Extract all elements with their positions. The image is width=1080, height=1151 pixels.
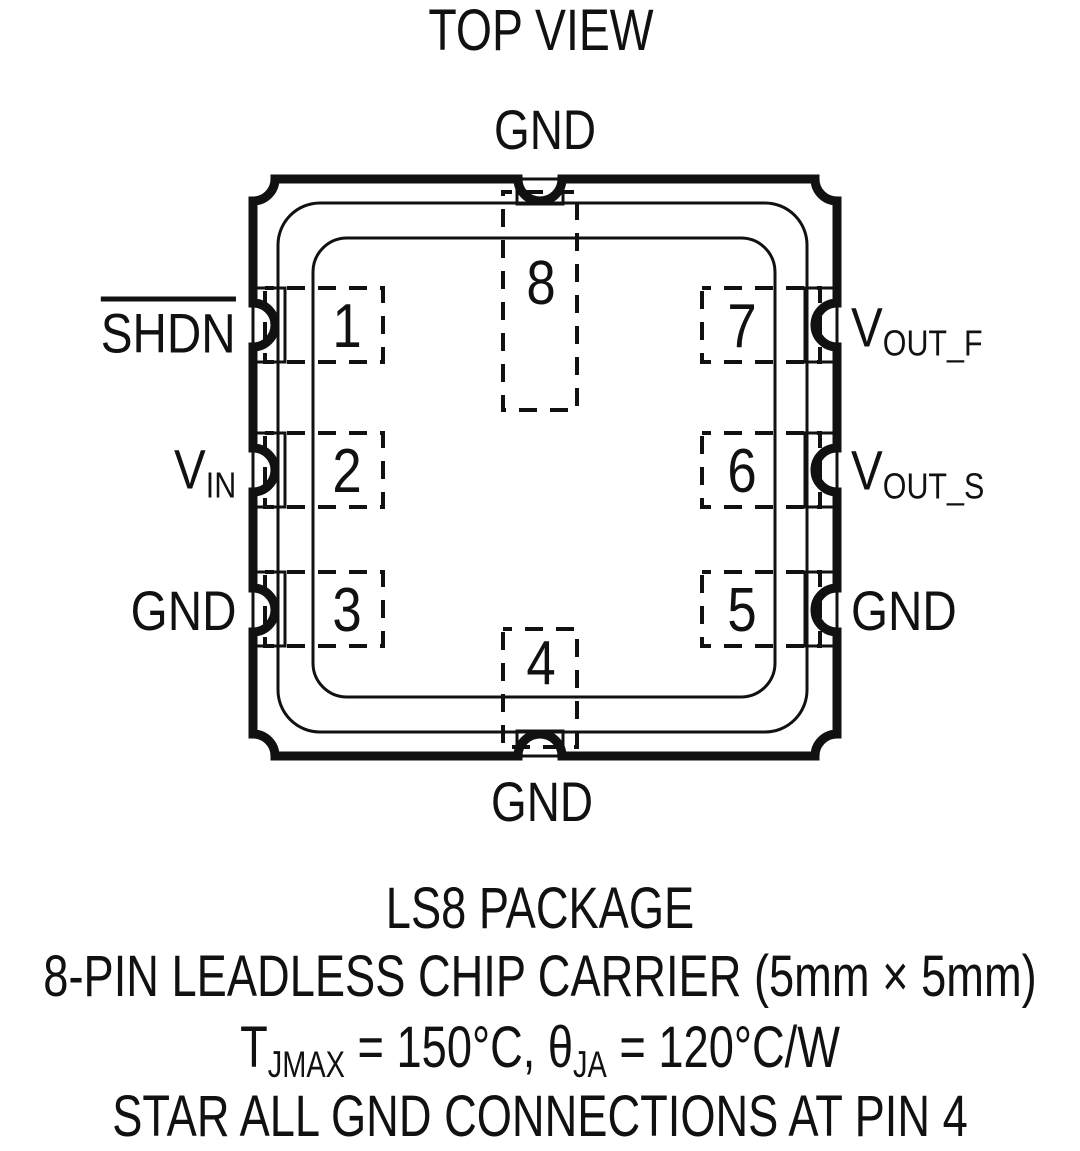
- pin1-label: SHDN: [77, 296, 236, 362]
- pad-box-pin3: [263, 570, 385, 648]
- caption-thermal-data-text: TJMAX = 150°C, θJA = 120°C/W: [240, 1015, 840, 1085]
- caption-thermal-data: TJMAX = 150°C, θJA = 120°C/W: [156, 1019, 925, 1083]
- pin1-number: 1: [332, 292, 362, 361]
- pin7-label: VOUT_F: [851, 299, 1006, 362]
- pin7-label-subscript: OUT_F: [882, 323, 983, 364]
- pin7-number: 7: [727, 292, 757, 361]
- pin8-label: GND: [493, 98, 597, 161]
- pin6-label-text: VOUT_S: [851, 438, 985, 507]
- tjmax-subscript: JMAX: [267, 1042, 345, 1085]
- pad-box-pin4: [501, 627, 579, 749]
- pin6-label-subscript: OUT_S: [882, 466, 985, 507]
- pad-box-pin6: [700, 431, 822, 509]
- pin5-label: GND: [851, 579, 957, 642]
- pad-box-pin2: [263, 431, 385, 509]
- figure-title: TOP VIEW: [400, 2, 681, 60]
- caption-package-name: LS8 PACKAGE: [385, 876, 695, 941]
- pin2-number: 2: [332, 437, 362, 506]
- pin1-label-text-overlined: SHDN: [101, 296, 236, 362]
- theta-ja-subscript: JA: [573, 1042, 607, 1085]
- pin2-label: VIN: [163, 441, 236, 504]
- caption-package-description: 8-PIN LEADLESS CHIP CARRIER (5mm × 5mm): [43, 944, 1037, 1009]
- pin3-number: 3: [332, 576, 362, 645]
- package-outline: [248, 174, 842, 761]
- pad-box-pin8: [501, 190, 579, 412]
- pad-box-pin7: [700, 286, 822, 364]
- pin4-label: GND: [490, 770, 594, 833]
- pin5-number: 5: [727, 576, 757, 645]
- pin6-number: 6: [727, 437, 757, 506]
- pin2-label-subscript: IN: [205, 465, 236, 506]
- pin2-label-text: VIN: [173, 437, 236, 506]
- pin6-label: VOUT_S: [851, 442, 1008, 505]
- pad-box-pin5: [700, 570, 822, 648]
- pad-box-pin1: [263, 286, 385, 364]
- caption-gnd-note: STAR ALL GND CONNECTIONS AT PIN 4: [112, 1084, 968, 1149]
- pin7-label-text: VOUT_F: [851, 295, 983, 364]
- figure-title-text: TOP VIEW: [428, 0, 654, 63]
- pin3-label: GND: [130, 579, 236, 642]
- theta-symbol: θ: [547, 1015, 574, 1081]
- pin4-number: 4: [526, 629, 556, 698]
- pin8-number: 8: [526, 249, 556, 318]
- inner-outline-2: [311, 236, 777, 699]
